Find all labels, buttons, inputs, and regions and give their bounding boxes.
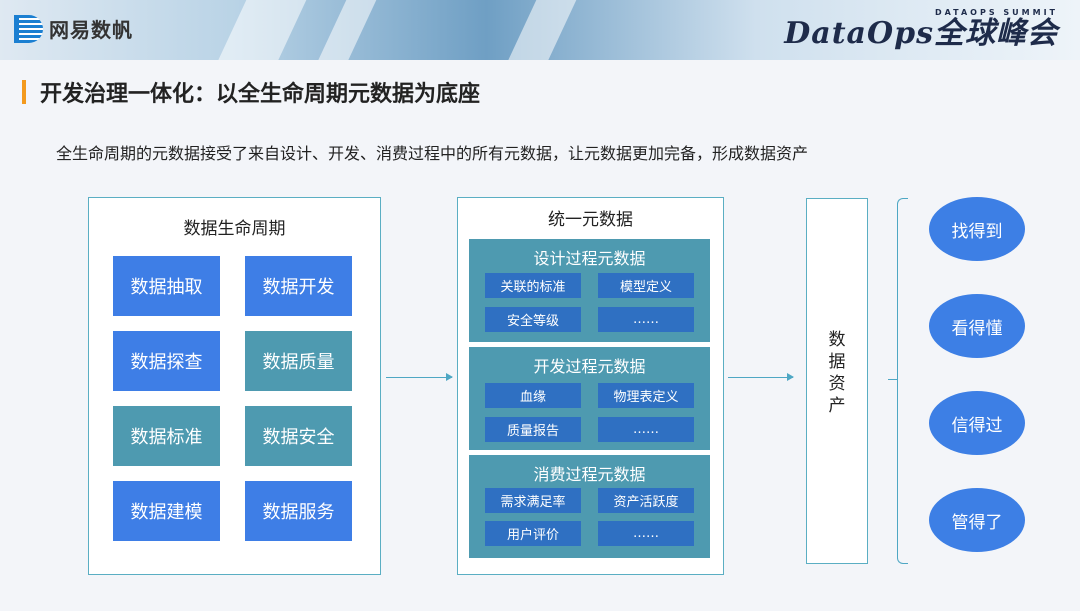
banner-decoration [494,0,586,60]
unified-metadata-panel: 统一元数据 设计过程元数据 关联的标准 模型定义 安全等级 …… 开发过程元数据… [457,197,724,575]
lifecycle-panel: 数据生命周期 数据抽取 数据开发 数据探查 数据质量 数据标准 数据安全 数据建… [88,197,381,575]
arrow-right-icon [728,373,794,381]
page-subtitle: 全生命周期的元数据接受了来自设计、开发、消费过程中的所有元数据，让元数据更加完备… [56,144,809,163]
bracket-tick [888,379,898,380]
metadata-chip: 血缘 [485,383,581,408]
outcome-bracket [897,198,908,564]
lifecycle-item: 数据安全 [245,406,352,466]
summit-subtitle: DATAOPS SUMMIT [934,8,1058,17]
group-title: 设计过程元数据 [533,249,646,268]
metadata-chip: 物理表定义 [598,383,694,408]
data-asset-text: 数据资产 [828,330,846,416]
metadata-chip: …… [598,417,694,442]
data-asset-panel: 数据资产 [806,198,868,564]
lifecycle-item: 数据抽取 [113,256,220,316]
title-accent-bar [22,80,26,104]
metadata-chip: 关联的标准 [485,273,581,298]
logo: 网易数帆 [14,14,133,43]
unified-title: 统一元数据 [548,210,633,230]
metadata-chip: 资产活跃度 [598,488,694,513]
summit-brand: DATAOPS SUMMIT DataOps全球峰会 [784,8,1058,51]
metadata-group-design: 设计过程元数据 关联的标准 模型定义 安全等级 …… [469,239,710,342]
outcome-oval: 看得懂 [929,294,1025,358]
lifecycle-title: 数据生命周期 [183,219,286,239]
metadata-chip: 质量报告 [485,417,581,442]
header-banner: 网易数帆 DATAOPS SUMMIT DataOps全球峰会 [0,0,1080,60]
metadata-chip: …… [598,521,694,546]
outcome-oval: 管得了 [929,488,1025,552]
metadata-chip: 需求满足率 [485,488,581,513]
metadata-chip: …… [598,307,694,332]
lifecycle-item: 数据质量 [245,331,352,391]
lifecycle-item: 数据服务 [245,481,352,541]
lifecycle-item: 数据开发 [245,256,352,316]
logo-text: 网易数帆 [49,18,133,42]
page-title: 开发治理一体化：以全生命周期元数据为底座 [40,82,481,107]
metadata-group-consume: 消费过程元数据 需求满足率 资产活跃度 用户评价 …… [469,455,710,558]
group-title: 消费过程元数据 [533,465,646,484]
lifecycle-item: 数据建模 [113,481,220,541]
logo-icon [14,14,43,43]
lifecycle-item: 数据标准 [113,406,220,466]
banner-decoration [204,0,316,60]
banner-decoration [304,0,386,60]
metadata-chip: 安全等级 [485,307,581,332]
lifecycle-item: 数据探查 [113,331,220,391]
metadata-chip: 用户评价 [485,521,581,546]
group-title: 开发过程元数据 [533,357,646,376]
data-asset-label: 数据资产 [807,329,867,417]
metadata-chip: 模型定义 [598,273,694,298]
arrow-right-icon [386,373,453,381]
metadata-group-dev: 开发过程元数据 血缘 物理表定义 质量报告 …… [469,347,710,450]
summit-title: DataOps全球峰会 [784,16,1058,51]
outcome-oval: 找得到 [929,197,1025,261]
outcome-oval: 信得过 [929,391,1025,455]
